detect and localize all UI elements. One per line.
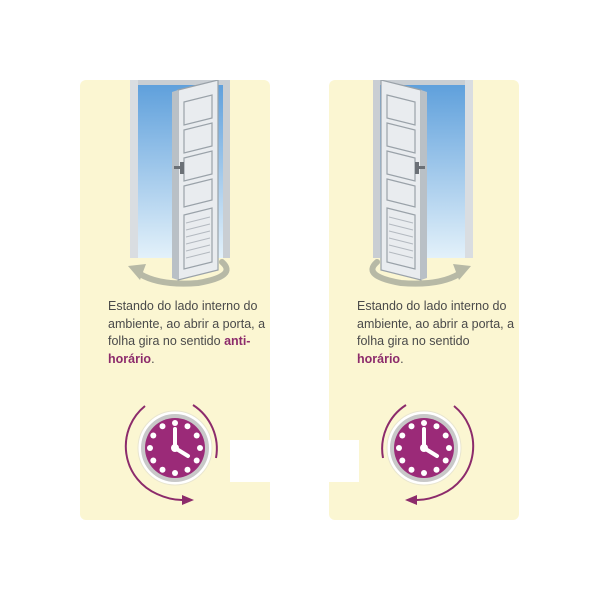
panel-notch-fill — [230, 482, 270, 520]
panel-clockwise: Estando do lado interno do ambiente, ao … — [329, 80, 519, 520]
door-opening-illustration — [128, 80, 230, 287]
anticlockwise-clock-icon — [124, 404, 218, 505]
swing-arrow-icon — [128, 259, 230, 287]
door-leaf — [380, 80, 427, 281]
caption-body: Estando do lado interno do ambiente, ao … — [357, 299, 515, 348]
door-handle-icon — [415, 166, 425, 169]
caption-period: . — [151, 351, 155, 366]
caption-text: Estando do lado interno do ambiente, ao … — [108, 298, 268, 368]
caption-text: Estando do lado interno do ambiente, ao … — [357, 298, 517, 368]
caption-direction: horário — [357, 351, 401, 366]
caption-direction: anti-horário — [108, 334, 251, 366]
panel-anticlockwise: Estando do lado interno do ambiente, ao … — [80, 80, 270, 520]
caption-period: . — [400, 351, 404, 366]
door-handle-icon — [174, 166, 184, 169]
door-opening-illustration — [369, 80, 473, 287]
caption-body: Estando do lado interno do ambiente, ao … — [108, 299, 266, 348]
door-leaf — [172, 80, 219, 281]
swing-arrow-icon — [369, 259, 471, 287]
panel-notch — [329, 440, 359, 482]
panel-notch — [230, 440, 270, 482]
clockwise-clock-icon — [381, 404, 475, 505]
